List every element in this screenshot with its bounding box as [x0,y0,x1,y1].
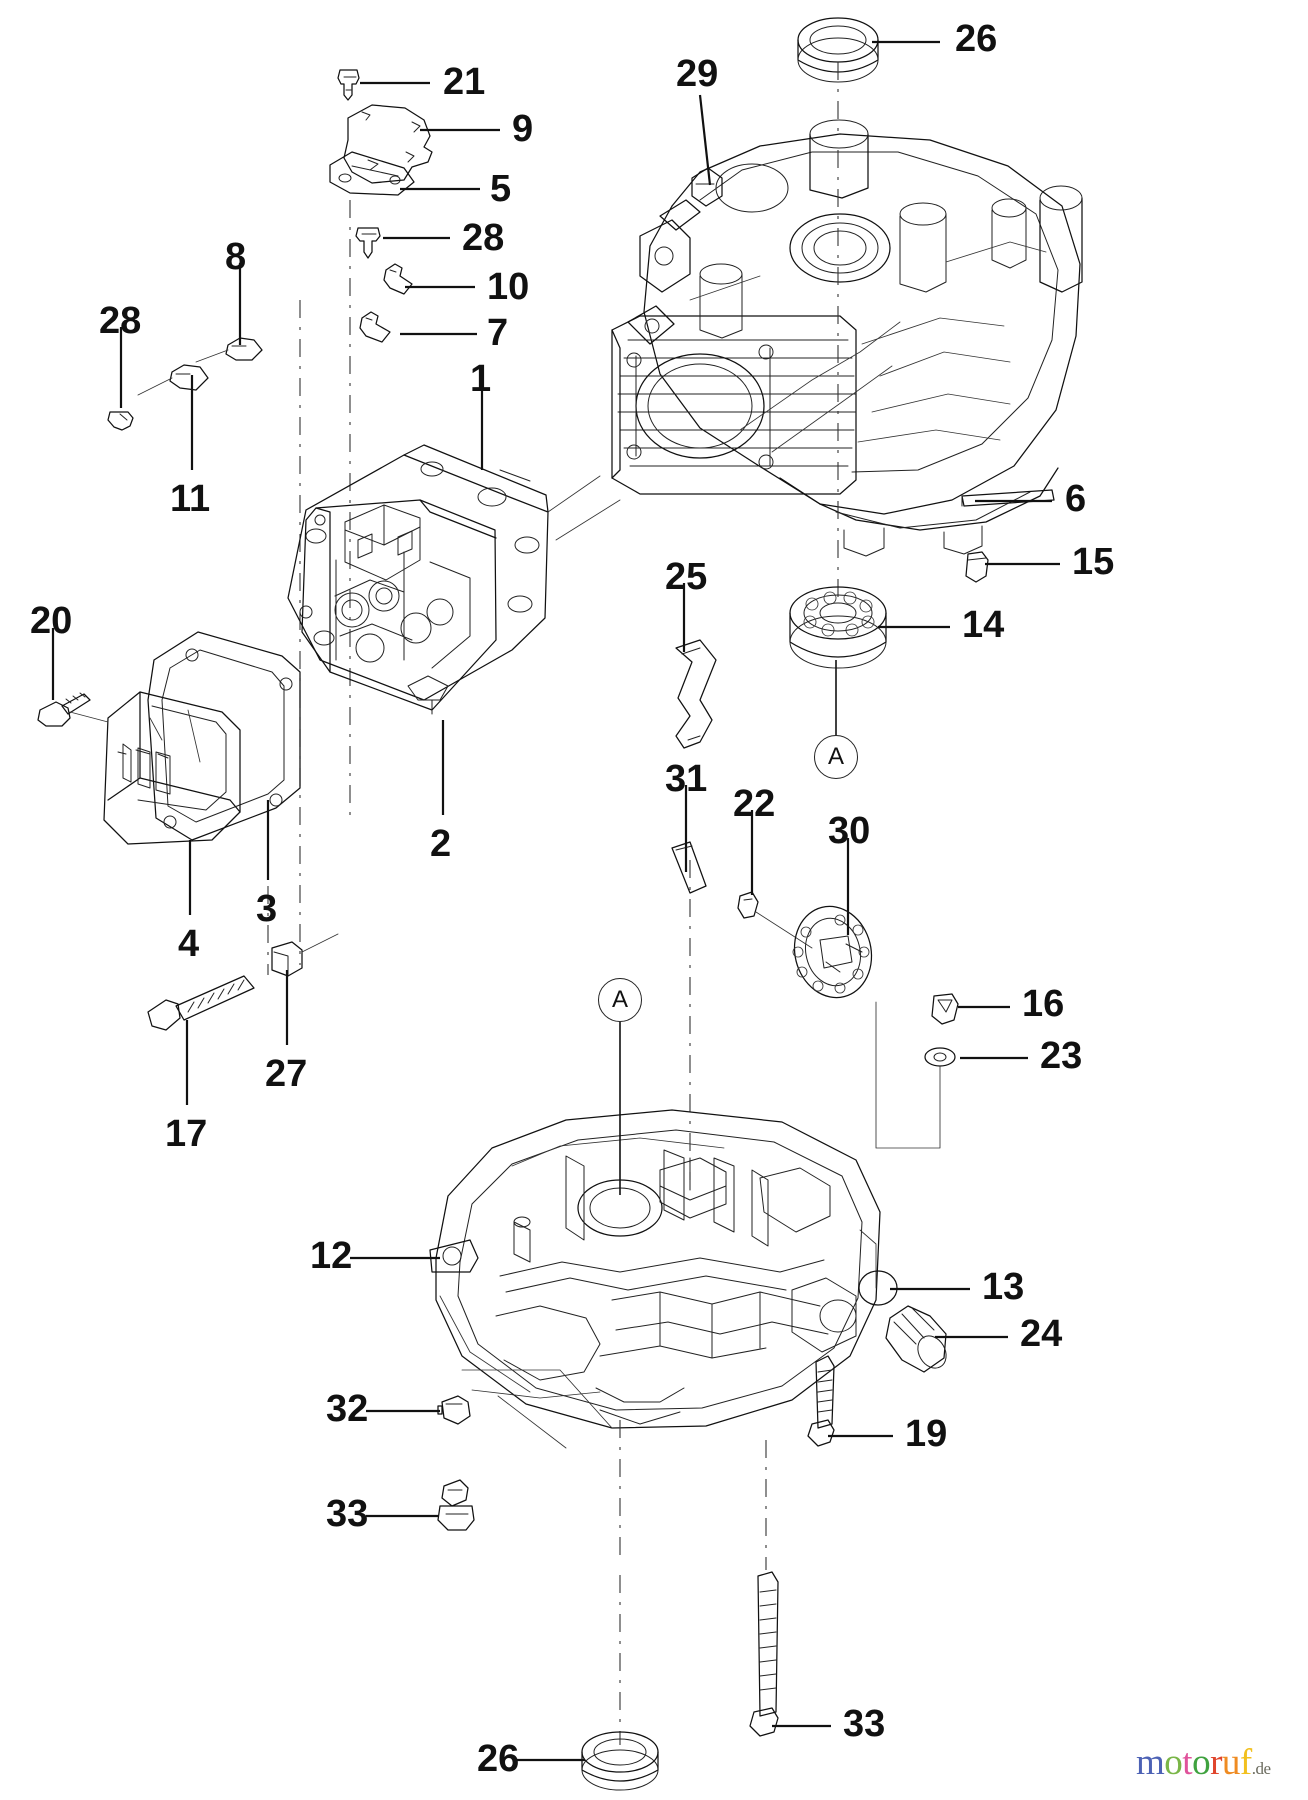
part-21-screw [337,69,360,101]
part-33-left-bolt [437,1479,475,1531]
callout-29: 29 [676,53,719,95]
callout-4: 4 [178,923,200,965]
callout-31: 31 [665,758,708,800]
part-32-bolt [437,1395,471,1425]
part-30-camshaft-gear [792,905,873,999]
part-28-upper-screw [355,227,381,259]
part-27-plug [271,933,339,977]
callout-30: 30 [828,810,871,852]
callout-28b: 28 [99,300,142,342]
part-4-valve-cover [103,691,241,845]
callout-21: 21 [443,61,486,103]
reference-bubble-A-lower: A [598,978,642,1022]
callout-11: 11 [170,478,211,520]
callout-26a: 26 [955,18,998,60]
callout-32: 32 [326,1388,369,1430]
watermark-suffix: .de [1251,1759,1271,1778]
reference-bubble-A-upper: A [814,735,858,779]
part-3-valve-cover-gasket [147,631,301,841]
watermark-letter-3: o [1192,1742,1211,1783]
part-9-plate [343,104,433,184]
callout-3: 3 [256,888,278,930]
leader-lines [51,40,1060,1762]
callout-2: 2 [430,823,452,865]
callout-33b: 33 [843,1703,886,1745]
callout-19: 19 [905,1413,948,1455]
watermark-letter-4: r [1210,1742,1222,1783]
part-26-lower-seal [581,1731,659,1791]
watermark-letter-2: t [1182,1742,1193,1783]
callout-24: 24 [1020,1313,1063,1355]
watermark-letter-0: m [1136,1742,1165,1783]
part-1-cylinder-head [287,444,549,715]
part-33-right-bolt [749,1571,779,1737]
part-31-dowel-pin [671,841,707,894]
part-11-tappet [137,364,209,396]
callout-8: 8 [225,236,247,278]
watermark-letter-6: f [1239,1742,1252,1783]
callout-5: 5 [490,168,512,210]
part-7-lever [359,311,391,343]
part-23-washer [924,1047,956,1067]
callout-17: 17 [165,1113,208,1155]
callout-25: 25 [665,556,708,598]
part-25-breather-tube [675,639,717,749]
watermark-letter-1: o [1164,1742,1183,1783]
callout-7: 7 [487,312,509,354]
callout-22: 22 [733,783,776,825]
part-20-screw [37,692,109,727]
callout-26b: 26 [477,1738,520,1780]
leader-29 [698,94,712,186]
callout-28a: 28 [462,217,505,259]
callout-33a: 33 [326,1493,369,1535]
part-28-lower-screw [107,411,134,431]
crankcase-cylinder-block [611,119,1083,557]
part-10-lever [383,263,413,295]
callout-10: 10 [487,266,530,308]
callout-16: 16 [1022,983,1065,1025]
callout-13: 13 [982,1266,1025,1308]
part-8-tappet [195,337,263,363]
callout-15: 15 [1072,541,1115,583]
part-12-crankcase-cover [429,1109,881,1429]
part-15-pin [965,551,989,583]
part-24-fitting [885,1305,947,1373]
callout-1: 1 [470,358,492,400]
part-6-dowel [961,489,1055,507]
callout-12: 12 [310,1235,353,1277]
callout-14: 14 [962,604,1005,646]
callout-9: 9 [512,108,534,150]
part-17-long-bolt [147,975,255,1031]
part-14-ball-bearing [789,586,887,669]
motoruf-watermark: motoruf.de [1136,1744,1271,1781]
part-22-key [737,891,813,949]
callout-20: 20 [30,600,73,642]
callout-6: 6 [1065,478,1087,520]
part-19-screw [807,1355,835,1447]
watermark-letter-5: u [1221,1742,1241,1783]
callout-27: 27 [265,1053,308,1095]
part-16-clip [931,993,959,1025]
callout-23: 23 [1040,1035,1083,1077]
